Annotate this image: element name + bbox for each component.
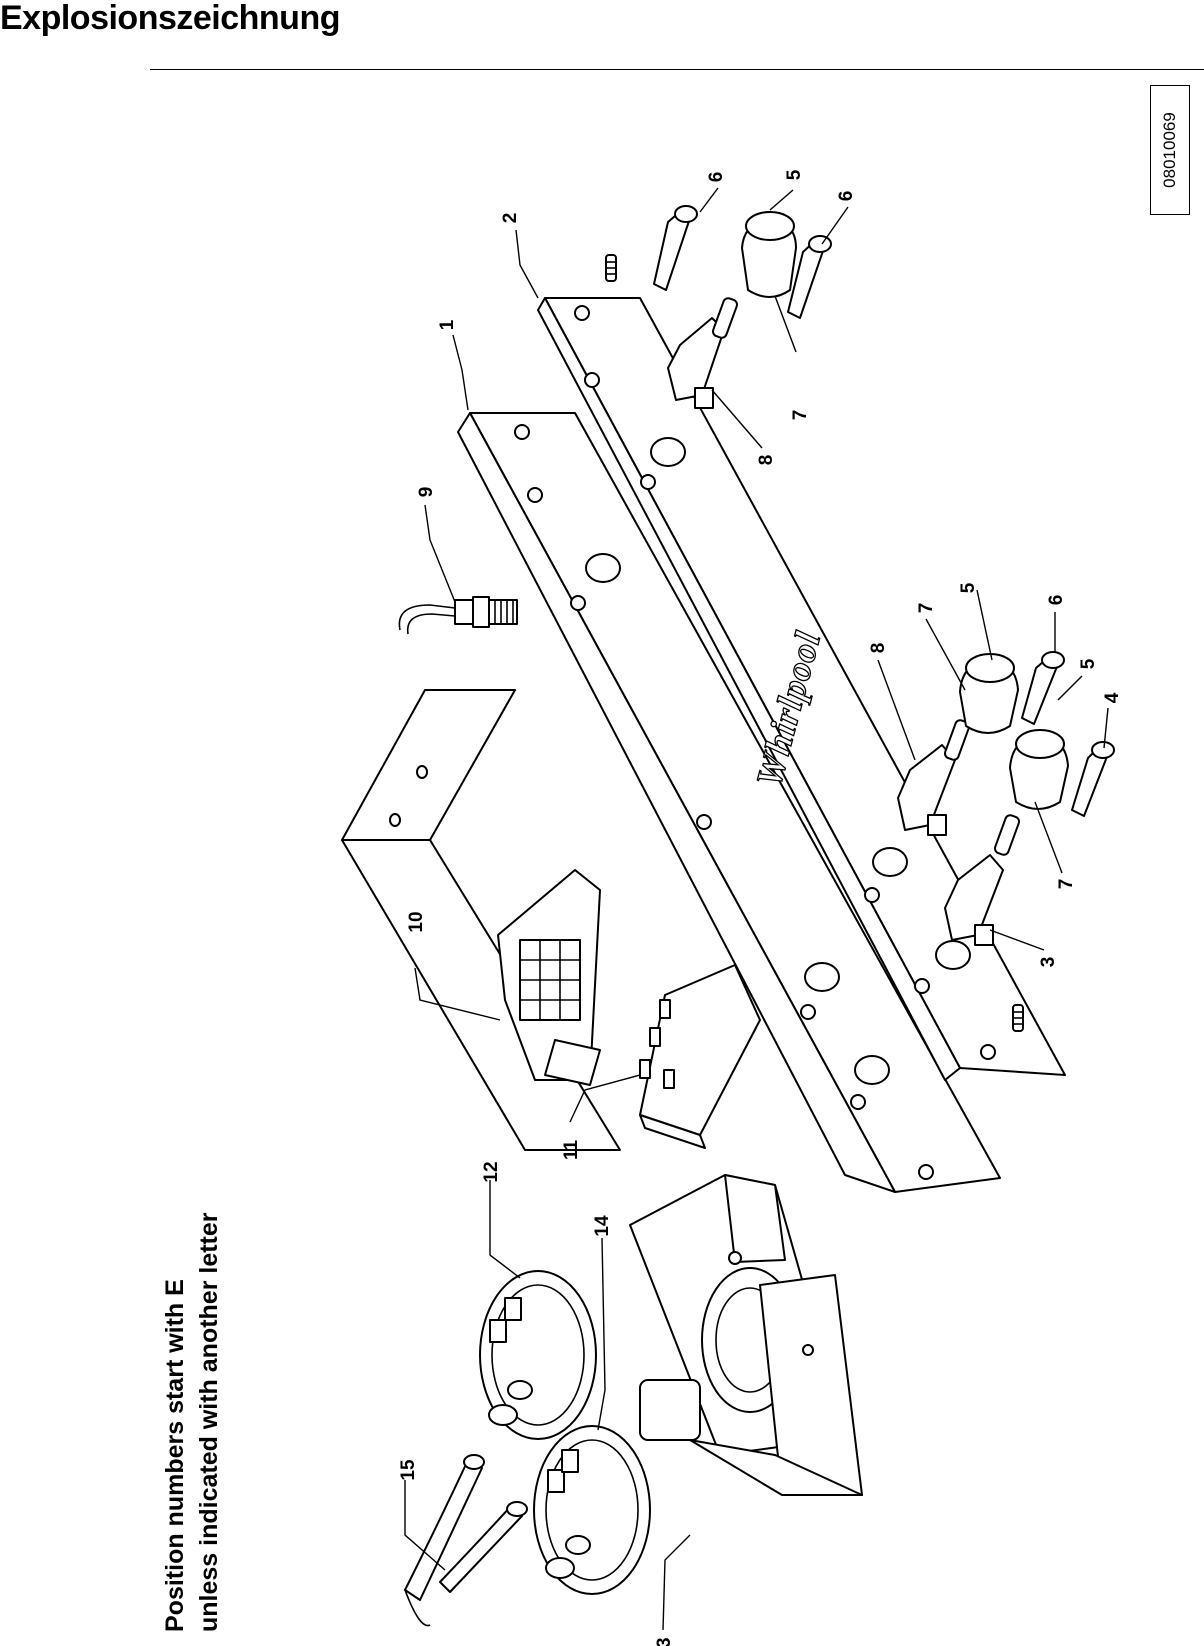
callout-label: 5 [784, 169, 805, 180]
temperature-sensor [398, 596, 518, 635]
control-knob [1009, 729, 1069, 810]
callout-label: 12 [481, 1161, 502, 1182]
callout-label: 6 [836, 191, 857, 202]
callout-label: 3 [1038, 957, 1059, 968]
callout-label: 7 [790, 410, 811, 421]
callout-label: 15 [398, 1459, 419, 1481]
callout-label: 6 [1046, 595, 1067, 606]
pressure-switch [533, 1425, 651, 1595]
y-hose [404, 1454, 528, 1627]
rotary-switch [944, 814, 1021, 946]
callout-label: 14 [592, 1215, 613, 1237]
indicator-lamp [1021, 651, 1065, 725]
screw-top [605, 254, 617, 282]
callout-label: 4 [1102, 692, 1123, 703]
callout-label: 5 [958, 582, 979, 593]
rotary-switch [667, 297, 739, 409]
pressure-switch [479, 1270, 597, 1440]
callout-label: 2 [500, 213, 521, 224]
fascia-panel: Whirlpool [537, 297, 1066, 1081]
callout-label: 7 [1056, 879, 1077, 890]
note-line: Position numbers start with E [161, 1279, 189, 1632]
control-knob [741, 211, 797, 298]
selector-switch-block [497, 869, 601, 1086]
callout-label: 7 [916, 603, 937, 614]
control-panel [457, 412, 1001, 1193]
page-title: Explosionszeichnung [0, 0, 340, 37]
callout-label: 8 [868, 643, 889, 654]
callout-label: 8 [756, 455, 777, 466]
rotary-switch [897, 719, 971, 836]
screw-bottom [1012, 1004, 1024, 1032]
callout-label: 13 [654, 1637, 675, 1646]
note-line: unless indicated with another letter [195, 1212, 223, 1632]
position-numbers-note: Position numbers start with E unless ind… [158, 1212, 226, 1632]
header-rule [150, 69, 1204, 70]
indicator-lamp [653, 205, 698, 291]
document-code-box: 08010069 [1150, 85, 1190, 215]
callout-label: 9 [416, 487, 437, 498]
callout-label: 5 [1078, 658, 1099, 669]
callout-label: 10 [406, 911, 427, 932]
leader-lines [404, 187, 1109, 1631]
callout-label: 1 [437, 319, 458, 330]
programmer-motor [629, 1174, 863, 1496]
callout-labels: 1 2 3 4 5 5 5 6 6 6 7 7 7 8 8 9 10 11 12… [398, 169, 1123, 1646]
relay [639, 964, 761, 1149]
callout-label: 11 [561, 1140, 582, 1161]
indicator-lamp [1071, 741, 1115, 817]
control-knob [959, 653, 1019, 734]
callout-label: 6 [706, 172, 727, 183]
